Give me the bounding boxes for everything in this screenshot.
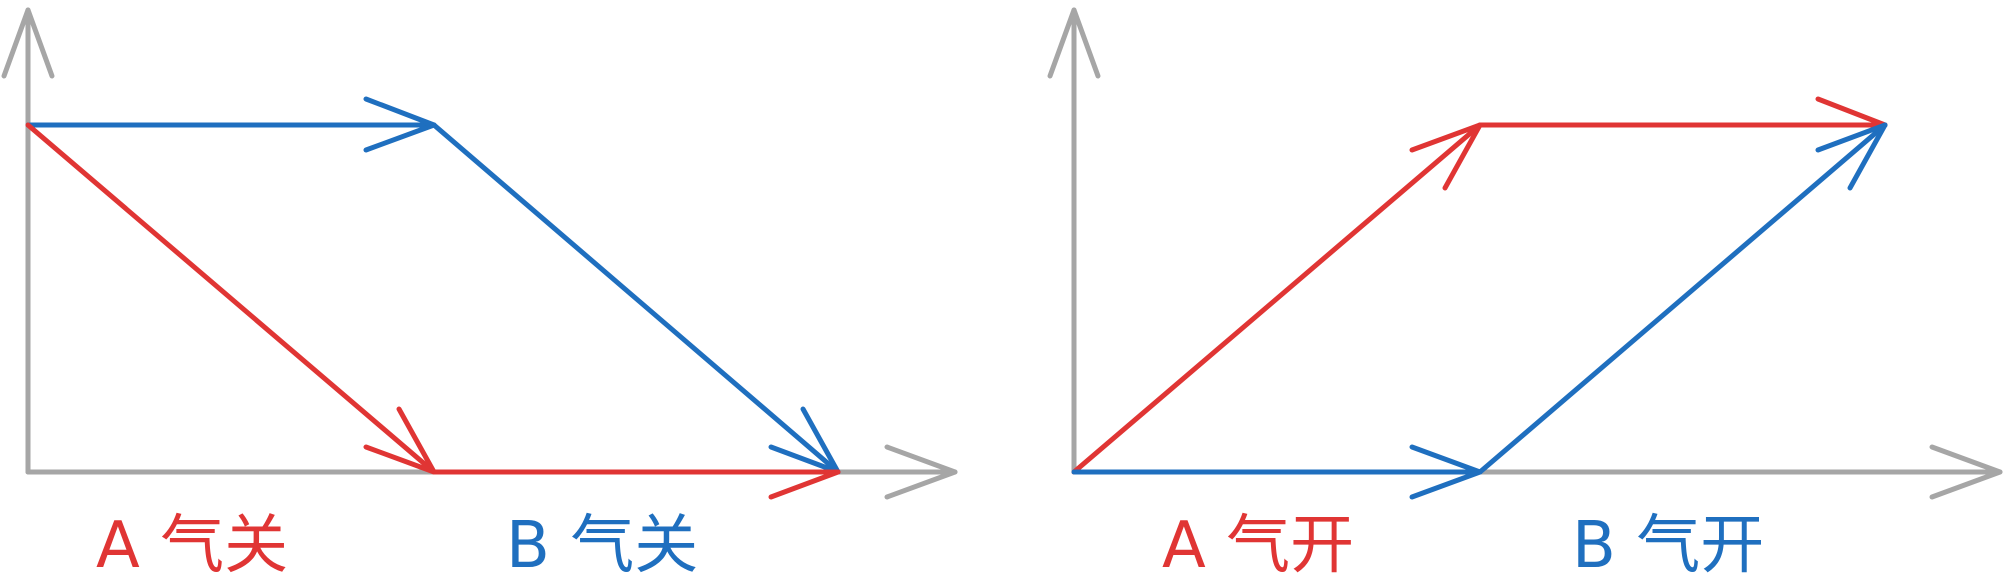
- axes: [1047, 7, 2003, 500]
- blue-diagonal-arrowhead: [1815, 122, 1888, 191]
- red-diagonal-arrow: [25, 122, 437, 475]
- red-path: [25, 122, 841, 500]
- label-b-open: B 气开: [1572, 509, 1764, 583]
- label-a-open: A 气开: [1162, 509, 1354, 583]
- red-horizontal-arrowhead: [1815, 96, 1888, 128]
- label-b-closed: B 气关: [506, 509, 698, 583]
- blue-diagonal-arrowhead-a: [768, 444, 841, 475]
- blue-path: [1071, 122, 1888, 500]
- red-diagonal-arrow: [1071, 122, 1483, 475]
- panel-valve-closed: A 气关 B 气关: [1, 7, 958, 583]
- label-a-closed: A 气关: [96, 509, 288, 583]
- y-axis-arrowhead: [1047, 7, 1101, 79]
- red-horizontal-arrowhead: [768, 469, 841, 500]
- panel-valve-open: A 气开 B 气开: [1047, 7, 2003, 583]
- blue-diagonal-arrow: [431, 122, 841, 475]
- blue-diagonal-arrowhead-b: [800, 406, 841, 475]
- y-axis-arrowhead: [1, 7, 55, 79]
- blue-path: [25, 96, 841, 475]
- x-axis-arrowhead: [1929, 444, 2003, 500]
- red-path: [1071, 96, 1888, 475]
- x-axis-arrowhead: [884, 444, 958, 500]
- blue-diagonal-arrow: [1477, 122, 1888, 475]
